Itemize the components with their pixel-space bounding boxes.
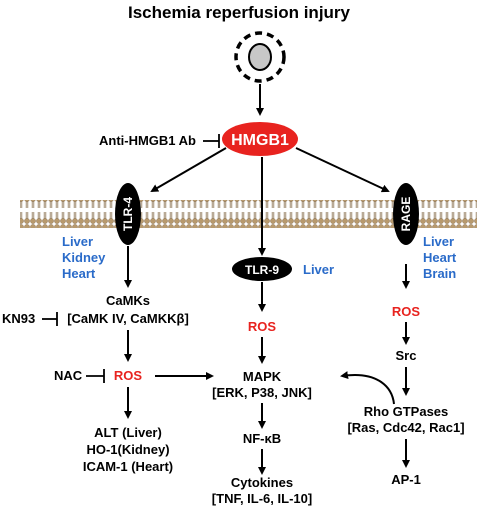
diagram-title: Ischemia reperfusion injury [128,3,351,22]
kn93-label: KN93 [2,311,35,326]
middle-ros-label: ROS [248,319,277,334]
rho-detail: [Ras, Cdc42, Rac1] [347,420,464,435]
rage-tissue-liver: Liver [423,234,454,249]
mapk-label: MAPK [243,369,282,384]
rage-receptor: RAGE [393,183,419,245]
tlr4-tissue-heart: Heart [62,266,96,281]
camks-label: CaMKs [106,293,150,308]
nfkb-label: NF-κB [243,431,281,446]
left-ros-label: ROS [114,368,143,383]
arrow-hmgb1-to-tlr4 [150,147,227,193]
arrow-hmgb1-to-rage [295,147,390,193]
outcome-alt-liver: ALT (Liver) [94,425,162,440]
rage-tissue-heart: Heart [423,250,457,265]
src-label: Src [396,348,417,363]
right-ros-label: ROS [392,304,421,319]
damaged-cell-icon [234,31,286,83]
rho-label: Rho GTPases [364,404,449,419]
hmgb1-node: HMGB1 [222,122,298,156]
cytokines-label: Cytokines [231,475,293,490]
tlr9-label: TLR-9 [245,263,279,277]
tlr4-tissue-kidney: Kidney [62,250,106,265]
anti-hmgb1-inhibition [203,134,220,148]
tlr4-tissue-liver: Liver [62,234,93,249]
rage-tissue-brain: Brain [423,266,456,281]
mapk-detail: [ERK, P38, JNK] [212,385,312,400]
cytokines-detail: [TNF, IL-6, IL-10] [212,491,312,506]
tlr4-receptor: TLR-4 [115,183,141,245]
tlr9-tissue-liver: Liver [303,262,334,277]
hmgb1-label: HMGB1 [231,132,289,149]
arrow-rho-to-mapk [340,371,395,405]
camks-detail: [CaMK IV, CaMKKβ] [67,311,189,326]
outcome-ho1-kidney: HO-1(Kidney) [86,442,169,457]
kn93-inhibition [42,312,58,326]
nac-label: NAC [54,368,83,383]
tlr4-label: TLR-4 [121,197,135,231]
ap1-label: AP-1 [391,472,421,487]
anti-hmgb1-label: Anti-HMGB1 Ab [99,133,196,148]
outcome-icam1-heart: ICAM-1 (Heart) [83,459,173,474]
tlr9-receptor: TLR-9 [232,257,292,281]
nac-inhibition [86,369,105,383]
rage-label: RAGE [399,197,413,232]
